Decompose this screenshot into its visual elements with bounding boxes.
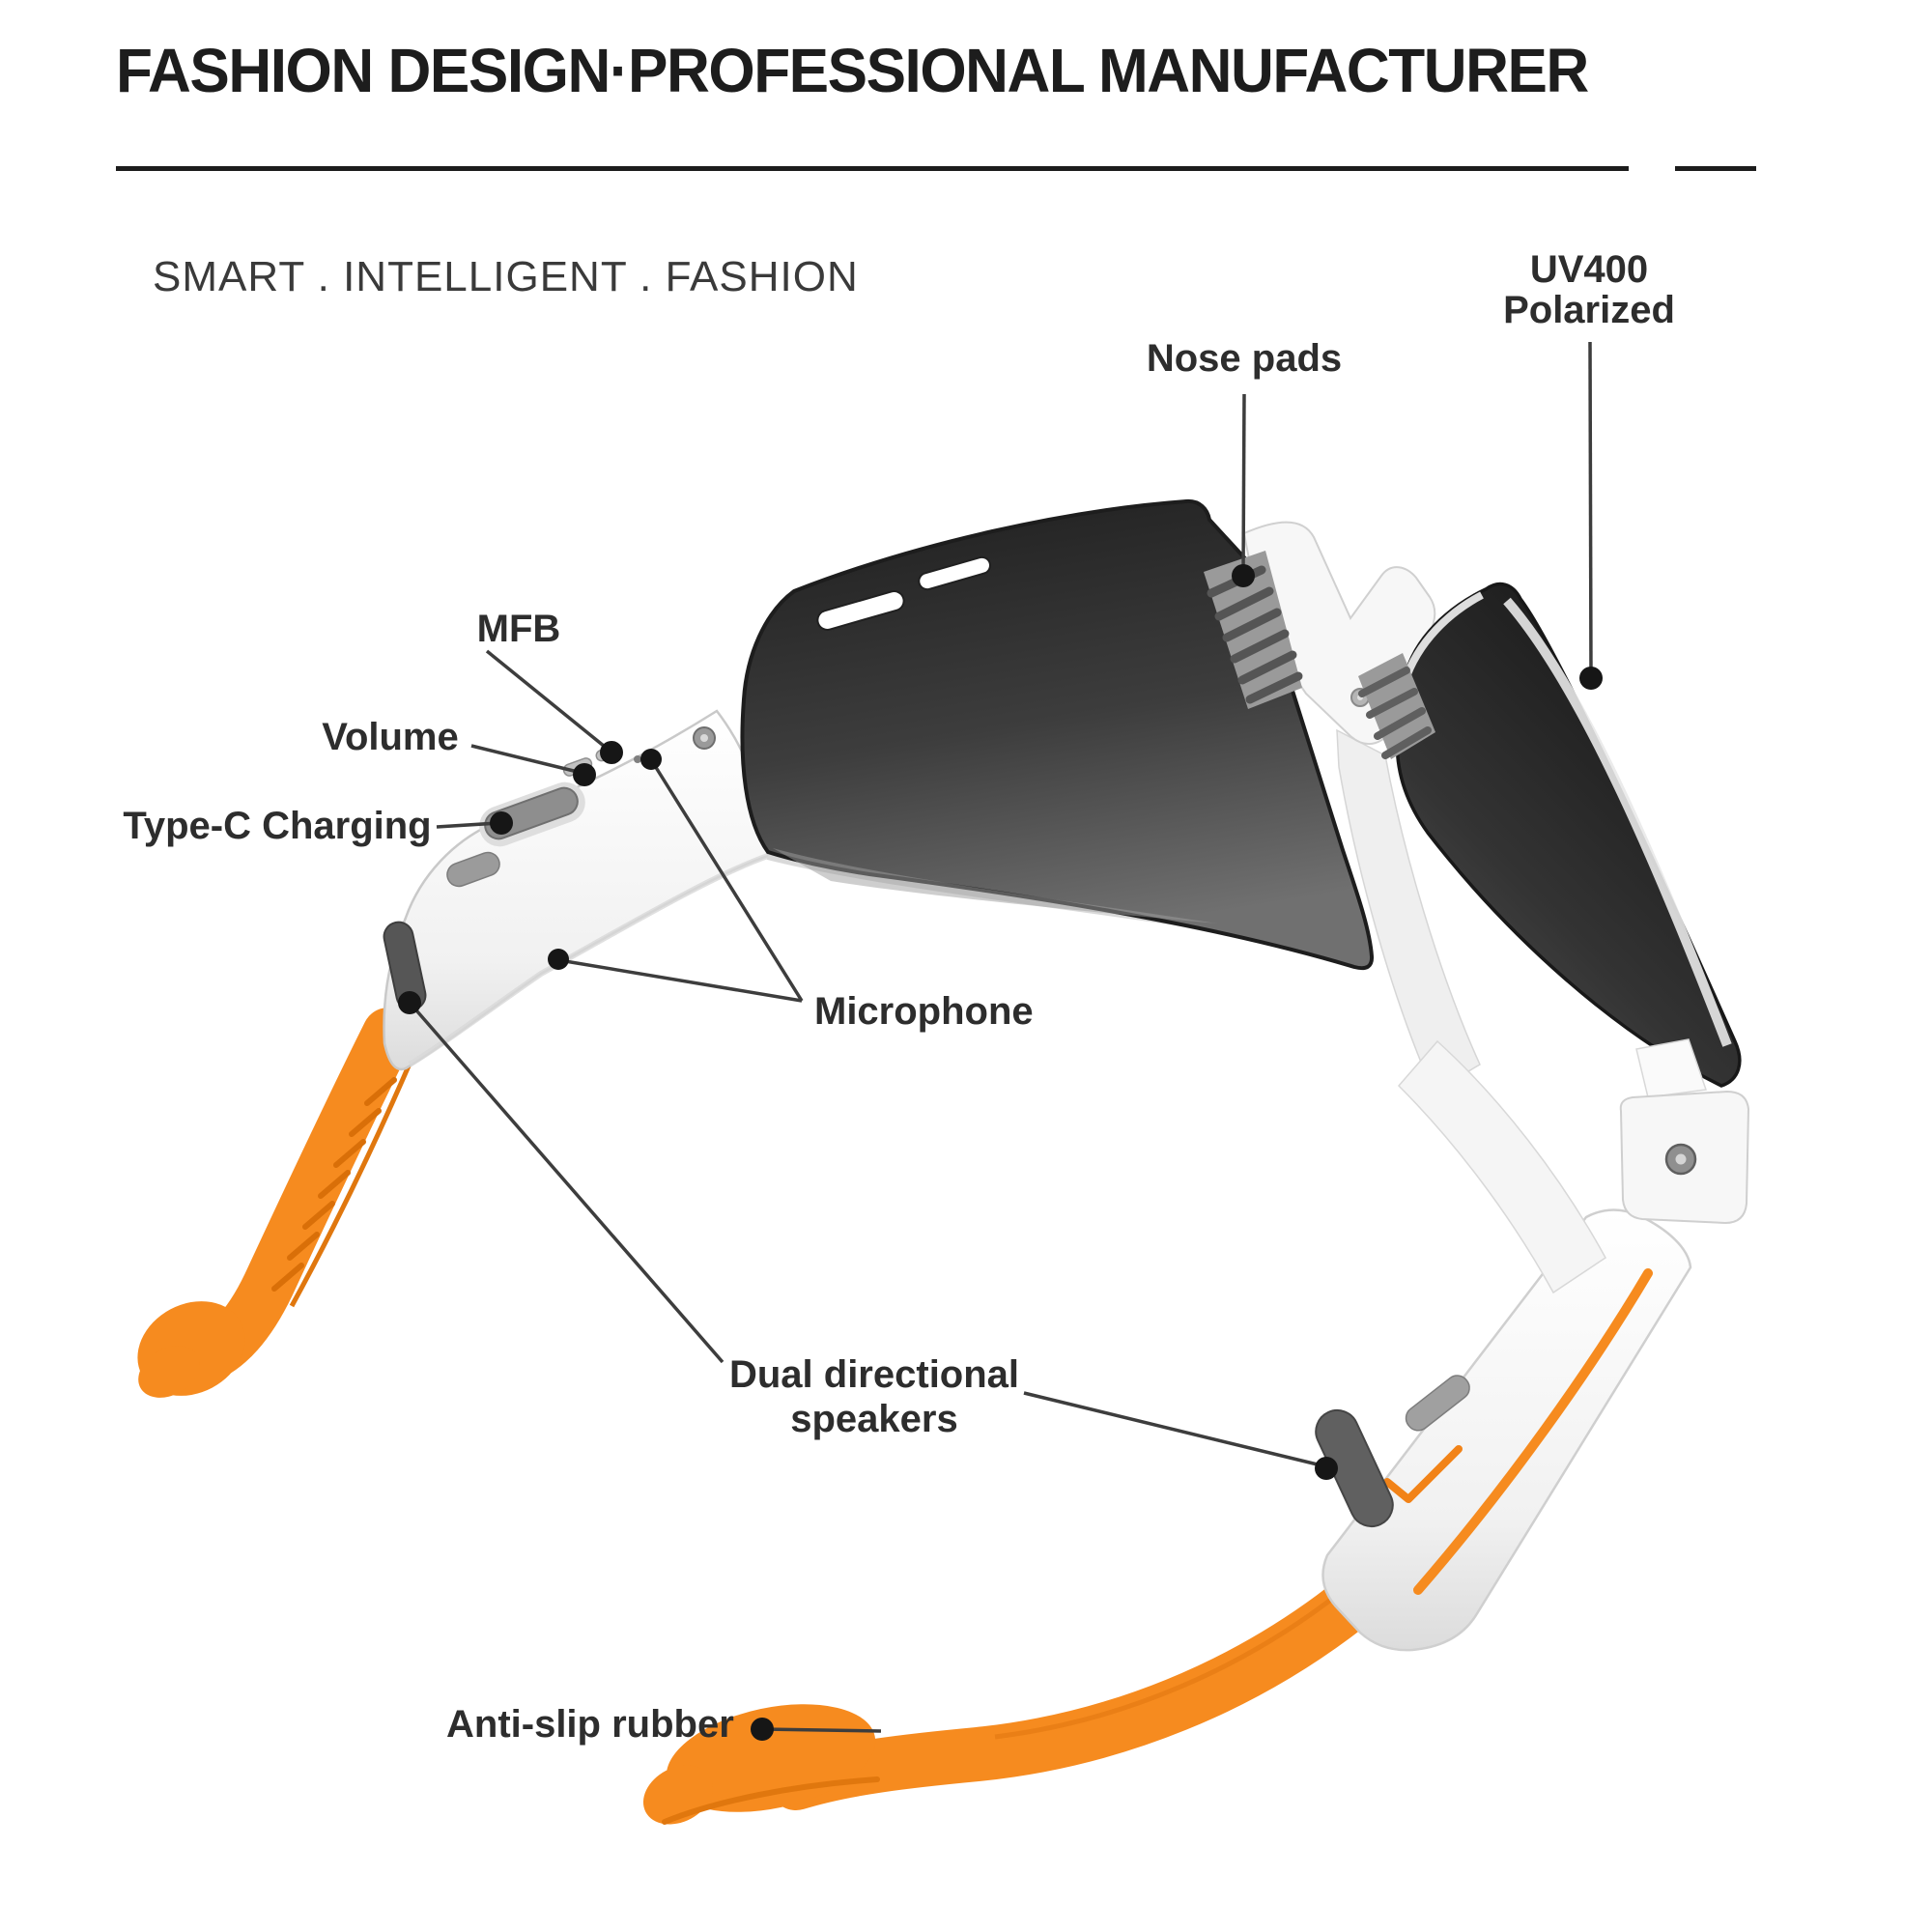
nose-pad-left bbox=[1204, 551, 1302, 709]
leader-speakers-right bbox=[1023, 1391, 1326, 1468]
left-temple-arm bbox=[137, 709, 770, 1398]
label-uv400-line2: Polarized bbox=[1503, 289, 1675, 331]
leader-uv400 bbox=[1588, 341, 1593, 677]
right-lens-edge-highlight bbox=[1503, 597, 1732, 1047]
anchor-dot-type-c bbox=[490, 811, 513, 835]
label-mfb: MFB bbox=[476, 608, 561, 650]
leader-microphone-side bbox=[558, 958, 803, 1003]
anchor-dot-uv400 bbox=[1579, 667, 1603, 690]
anchor-dot-microphone-side bbox=[548, 949, 569, 970]
label-uv400-polarized: UV400 Polarized bbox=[1483, 249, 1695, 330]
anchor-dots bbox=[398, 564, 1603, 1741]
side-vent-slot bbox=[446, 851, 500, 888]
anchor-dot-speaker-right bbox=[1315, 1457, 1338, 1480]
left-tip-anti-slip-ribs bbox=[271, 1077, 397, 1292]
anchor-dot-anti-slip bbox=[751, 1718, 774, 1741]
label-uv400-line1: UV400 bbox=[1529, 248, 1649, 291]
label-microphone: Microphone bbox=[814, 990, 1034, 1033]
anchor-dot-speaker-left bbox=[398, 991, 421, 1014]
right-speaker-grille bbox=[1315, 1408, 1394, 1528]
title-divider-dash bbox=[1675, 166, 1756, 171]
label-type-c-charging: Type-C Charging bbox=[123, 805, 432, 847]
right-temple-tip bbox=[642, 1569, 1387, 1825]
label-anti-slip-rubber: Anti-slip rubber bbox=[446, 1703, 734, 1746]
right-arm-orange-stripe bbox=[1413, 1268, 1653, 1595]
anchor-dot-volume bbox=[573, 763, 596, 786]
lens-vent-slots bbox=[816, 555, 991, 631]
leader-mfb bbox=[485, 649, 611, 753]
label-dual-directional-speakers: Dual directional speakers bbox=[713, 1352, 1036, 1441]
label-volume: Volume bbox=[322, 716, 459, 758]
page-title: FASHION DESIGN·PROFESSIONAL MANUFACTURER bbox=[116, 36, 1589, 105]
main-lens bbox=[740, 498, 1375, 971]
right-lens bbox=[1358, 582, 1742, 1088]
left-temple-tip bbox=[137, 1008, 416, 1398]
leader-microphone-top bbox=[650, 760, 804, 1002]
right-frame-arc bbox=[1397, 1039, 1606, 1294]
leader-volume bbox=[470, 744, 582, 775]
leader-nose-pads bbox=[1241, 393, 1246, 575]
label-nose-pads: Nose pads bbox=[1146, 337, 1343, 380]
leader-anti-slip bbox=[761, 1727, 882, 1733]
microphone-hole bbox=[634, 755, 641, 763]
anchor-dot-mfb bbox=[600, 741, 623, 764]
label-speakers-line2: speakers bbox=[790, 1398, 958, 1440]
anchor-dot-microphone-top bbox=[640, 749, 662, 770]
right-temple-arm bbox=[1315, 1208, 1692, 1652]
page-subtitle: SMART . INTELLIGENT . FASHION bbox=[153, 253, 859, 300]
leader-speakers-left bbox=[409, 1002, 724, 1364]
leader-type-c bbox=[436, 821, 499, 829]
orange-swoosh bbox=[1383, 1445, 1463, 1503]
right-hinge bbox=[1619, 1038, 1750, 1225]
leader-lines bbox=[409, 341, 1593, 1733]
label-speakers-line1: Dual directional bbox=[728, 1353, 1020, 1396]
anchor-dot-nose-pads bbox=[1232, 564, 1255, 587]
title-divider bbox=[116, 166, 1629, 171]
right-arm-vent-slot bbox=[1405, 1375, 1470, 1432]
nose-pad-right-ribs bbox=[1358, 667, 1432, 759]
